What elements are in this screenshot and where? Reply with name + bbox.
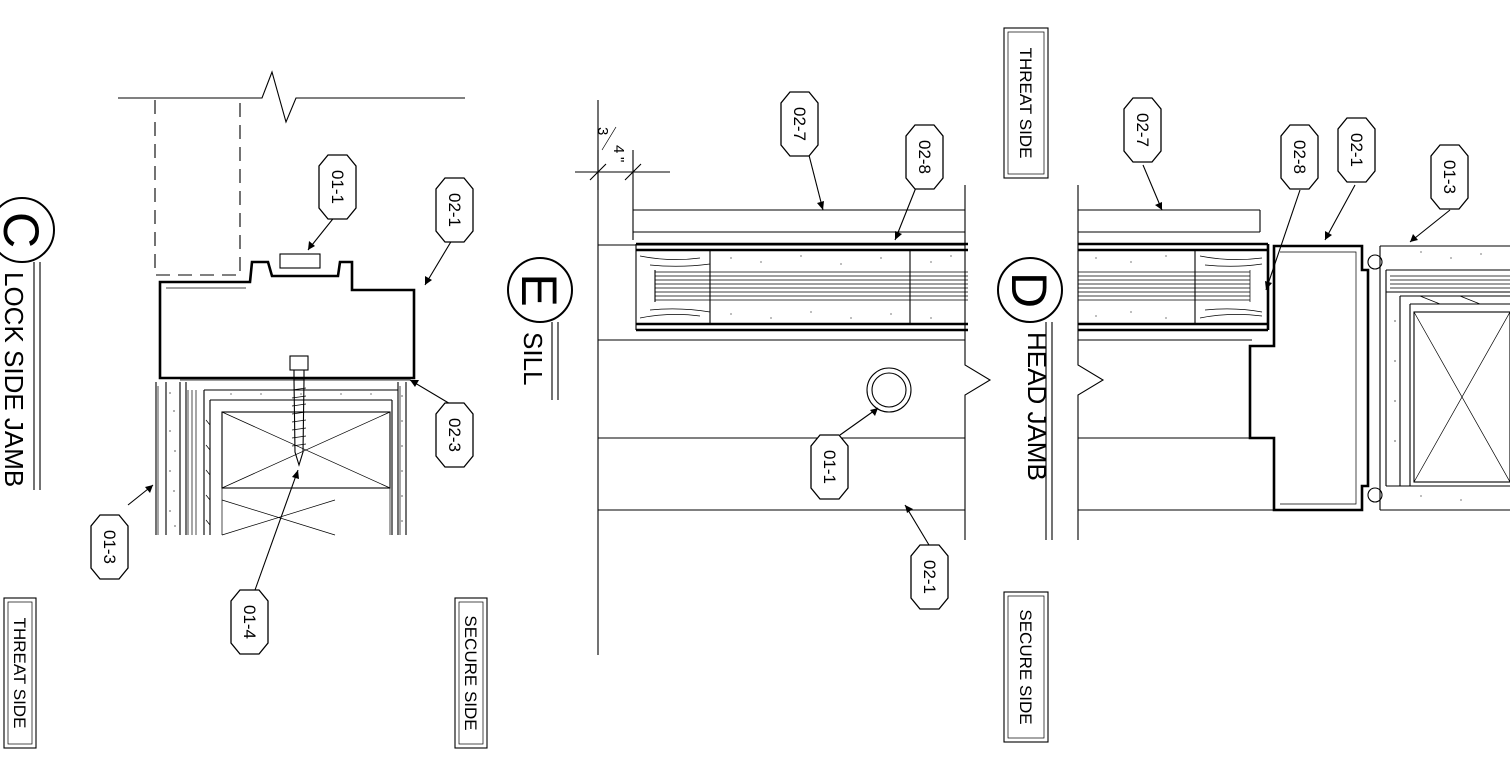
detail-title: HEAD JAMB (1022, 332, 1052, 481)
detail-title: LOCK SIDE JAMB (0, 272, 29, 487)
keynote-tag-label: 02-1 (445, 193, 464, 227)
keynote-tag-label: 01-3 (1440, 160, 1459, 194)
secure-side-label-d: SECURE SIDE (1003, 591, 1049, 743)
dimension-unit: " (610, 157, 627, 162)
detail-letter: C (0, 212, 49, 248)
keynote-tag-label: 02-8 (1290, 140, 1309, 174)
keynote-tag-label: 02-7 (1133, 113, 1152, 147)
side-label-text: SECURE SIDE (461, 615, 480, 730)
detail-letter: D (1001, 272, 1057, 308)
detail-bubble (507, 257, 573, 323)
detail-title-c: C LOCK SIDE JAMB (0, 197, 55, 490)
keynote-tag-01-4-c: 01-4 (230, 589, 269, 655)
keynote-tag-label: 01-4 (240, 605, 259, 639)
keynote-tag-02-8-d: 02-8 (1280, 124, 1319, 190)
keynote-tag-label: 01-1 (328, 170, 347, 204)
keynote-tag-label: 02-8 (915, 140, 934, 174)
keynote-tag-02-7-d: 02-7 (1123, 97, 1162, 163)
threat-side-label-c: THREAT SIDE (3, 597, 37, 749)
detail-title: SILL (518, 332, 548, 386)
keynote-tag-label: 02-3 (445, 418, 464, 452)
secure-side-label-c: SECURE SIDE (454, 597, 488, 749)
keynote-tag-01-3-d: 01-3 (1430, 144, 1469, 210)
detail-e-sill: 3 4 " 02-7 (507, 91, 992, 655)
keynote-tag-02-1-d: 02-1 (1337, 117, 1376, 183)
keynote-tag-label: 01-1 (820, 450, 839, 484)
side-label-text: THREAT SIDE (1016, 48, 1035, 159)
keynote-tag-label: 02-1 (1347, 133, 1366, 167)
detail-d-head-jamb: THREAT SIDE SECURE SIDE D HEAD JAMB (997, 27, 1510, 743)
side-label-text: THREAT SIDE (10, 618, 29, 729)
threat-side-label-d: THREAT SIDE (1003, 27, 1049, 179)
detail-bubble (0, 197, 55, 263)
keynote-tag-02-7-e: 02-7 (780, 91, 819, 157)
keynote-tag-02-1-e: 02-1 (910, 544, 949, 610)
detail-title-e: E SILL (507, 257, 573, 400)
detail-letter: E (511, 273, 567, 306)
side-label-text: SECURE SIDE (1016, 609, 1035, 724)
detail-bubble (997, 257, 1063, 323)
keynote-tag-02-3-c: 02-3 (435, 402, 474, 468)
keynote-tag-02-1-c: 02-1 (435, 177, 474, 243)
keynote-tag-01-1-e: 01-1 (810, 434, 849, 500)
keynote-tag-label: 02-7 (790, 107, 809, 141)
keynote-tag-label: 01-3 (100, 530, 119, 564)
detail-c-lock-side-jamb: 01-1 02-1 02-3 01-3 01-4 C LOCK SIDE JAM… (0, 70, 488, 749)
keynote-tag-02-8-e: 02-8 (905, 124, 944, 190)
keynote-tag-label: 02-1 (920, 560, 939, 594)
dimension-numerator: 3 (594, 127, 611, 135)
detail-title-d: D HEAD JAMB (997, 257, 1063, 540)
keynote-tag-01-1-c: 01-1 (318, 154, 357, 220)
dimension-denominator: 4 (610, 145, 627, 153)
keynote-tag-01-3-c: 01-3 (90, 514, 129, 580)
